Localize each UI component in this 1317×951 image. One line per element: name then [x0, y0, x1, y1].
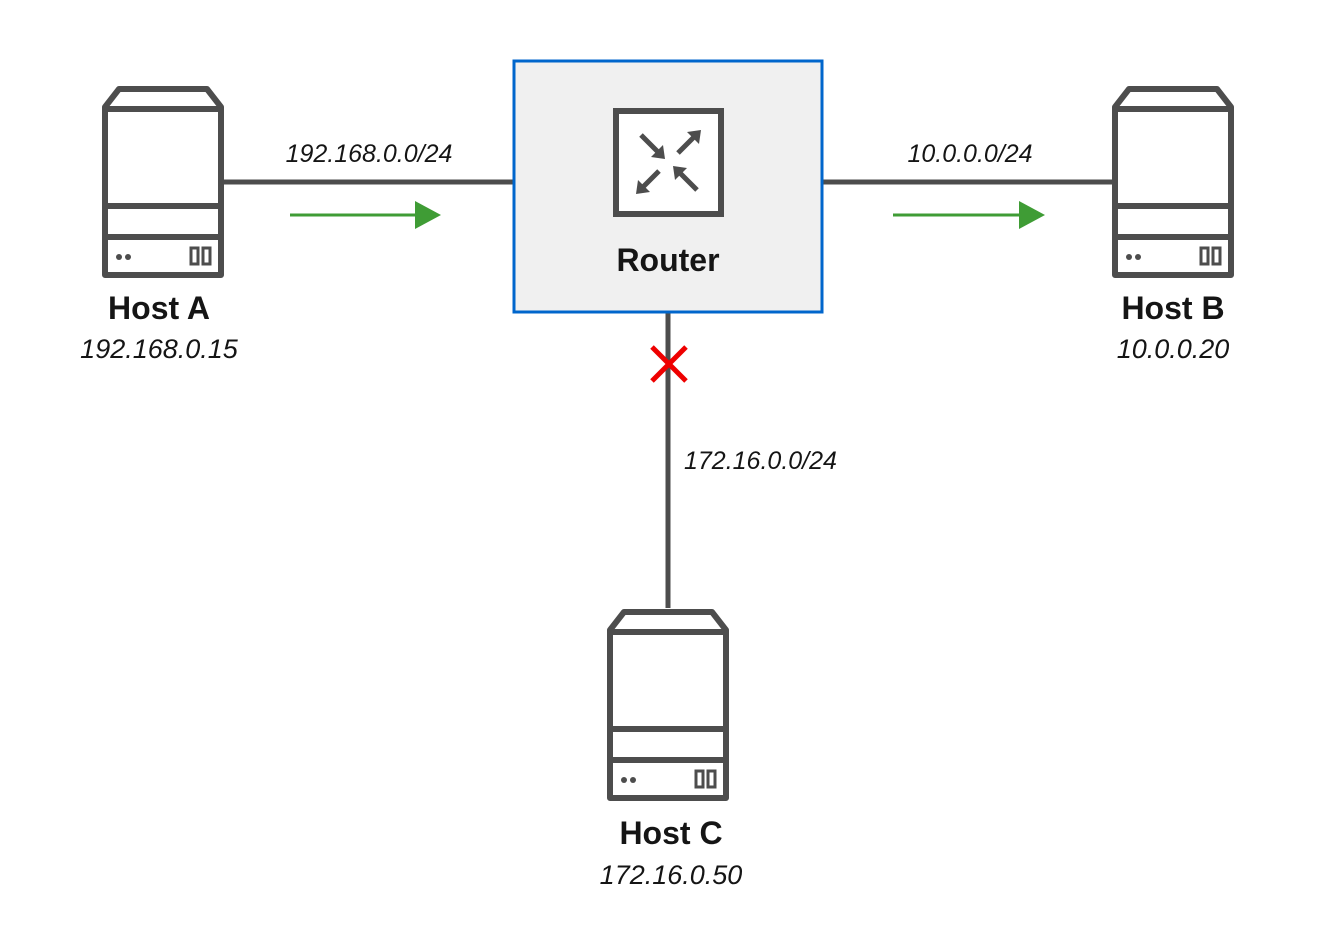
network-label-a: 192.168.0.0/24: [286, 140, 453, 168]
host-b-ip: 10.0.0.20: [1117, 334, 1230, 364]
router-node[interactable]: Router: [512, 59, 824, 314]
host-b-node[interactable]: Host B 10.0.0.20: [1115, 89, 1231, 364]
arrow-right-icon: [290, 201, 441, 229]
network-label-b: 10.0.0.0/24: [907, 140, 1032, 168]
network-label-c: 172.16.0.0/24: [684, 447, 837, 475]
host-c-ip: 172.16.0.50: [600, 860, 743, 890]
router-icon: [613, 108, 724, 217]
host-a-name: Host A: [108, 290, 210, 326]
host-a-node[interactable]: Host A 192.168.0.15: [80, 89, 239, 364]
host-c-node[interactable]: Host C 172.16.0.50: [600, 612, 743, 890]
blocked-x-icon: [650, 345, 688, 383]
server-icon: [610, 612, 726, 798]
host-c-name: Host C: [619, 815, 722, 851]
arrow-right-icon: [893, 201, 1045, 229]
server-icon: [105, 89, 221, 275]
router-label: Router: [616, 242, 719, 278]
host-b-name: Host B: [1121, 290, 1224, 326]
host-a-ip: 192.168.0.15: [80, 334, 239, 364]
server-icon: [1115, 89, 1231, 275]
